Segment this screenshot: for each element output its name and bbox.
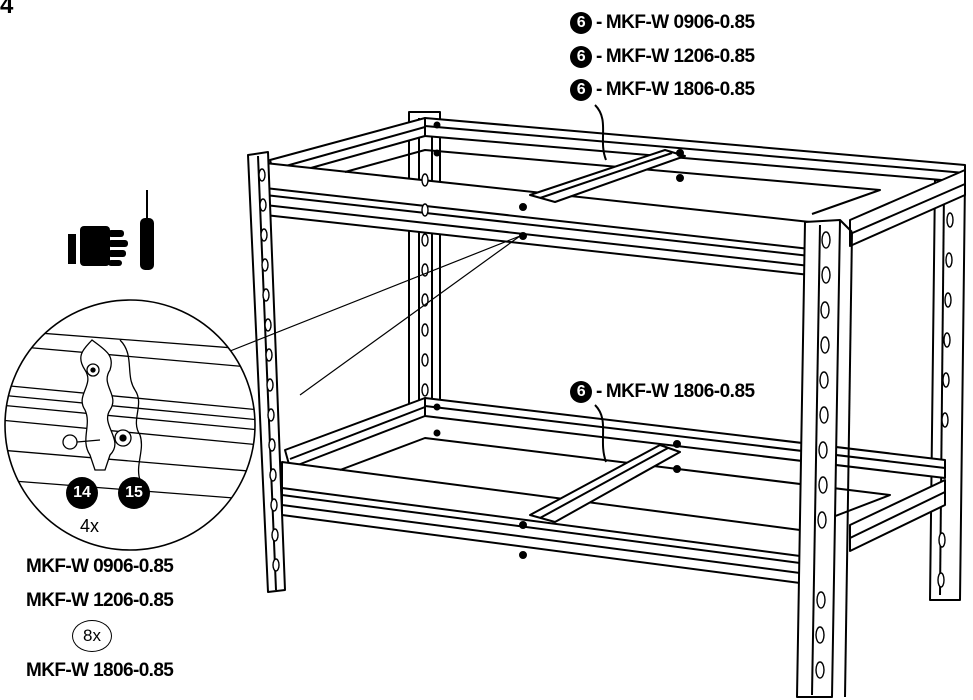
model-b-1: MKF-W 1806-0.85: [26, 660, 174, 681]
screwdriver-icon: [140, 190, 154, 270]
part-badge: 6: [570, 46, 592, 68]
callout-leaders: [594, 104, 607, 463]
part-badge: 6: [570, 12, 592, 34]
callout-top-2: 6 - MKF-W 1206-0.85: [570, 46, 755, 68]
bolt-part-badge: 14: [66, 477, 98, 509]
model-a-1: MKF-W 0906-0.85: [26, 556, 174, 577]
nut-part-badge: 15: [118, 477, 150, 509]
bottom-shelf-frame: [281, 397, 946, 584]
keyhole-slots-left: [258, 168, 280, 572]
part-badge: 6: [570, 79, 592, 101]
callout-model: MKF-W 1806-0.85: [605, 381, 755, 402]
keyhole-slots-rear: [421, 173, 429, 397]
step-number: 4: [0, 0, 14, 19]
rear-right-upright: [929, 179, 966, 601]
hand-icon: [68, 226, 128, 266]
callout-bottom: 6 - MKF-W 1806-0.85: [570, 381, 755, 403]
part-badge: 6: [570, 381, 592, 403]
top-shelf-frame: [264, 117, 966, 276]
front-right-upright: [796, 219, 853, 698]
detail-magnifier: [4, 299, 256, 551]
callout-top-3: 6 - MKF-W 1806-0.85: [570, 79, 755, 101]
callout-model: MKF-W 1206-0.85: [605, 46, 755, 67]
callout-top-1: 6 - MKF-W 0906-0.85: [570, 12, 755, 34]
quantity-b: 8x: [72, 620, 112, 652]
callout-model: MKF-W 1806-0.85: [605, 79, 755, 100]
front-left-upright: [247, 151, 286, 593]
quantity-a: 4x: [80, 516, 100, 536]
callout-model: MKF-W 0906-0.85: [605, 12, 755, 33]
model-a-2: MKF-W 1206-0.85: [26, 590, 174, 611]
keyhole-slots-right: [815, 212, 954, 679]
detail-leader: [219, 235, 521, 396]
